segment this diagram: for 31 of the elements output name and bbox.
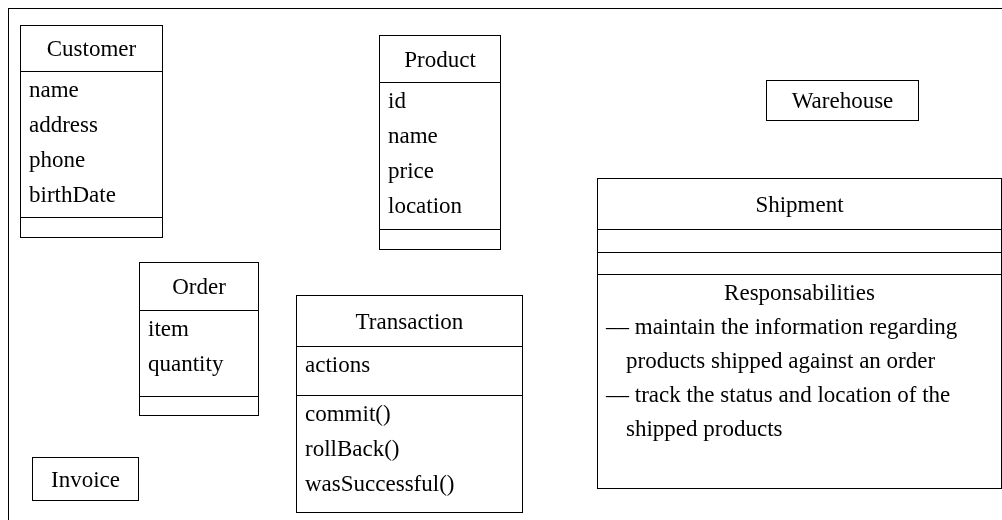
class-name: Shipment [755,190,844,219]
class-box [597,178,1002,489]
class-name: Invoice [51,465,120,494]
class-name: Product [404,45,476,74]
method-text: rollBack() [305,435,401,463]
class-name: Customer [46,35,137,63]
attribute-text: location [388,192,464,220]
class-box [139,262,259,416]
responsibility-text: –– maintain the information regarding products shipped against an order [606,313,959,375]
attribute-text: price [388,157,435,185]
attribute-text: id [388,87,407,115]
responsibility-text: –– track the status and location of the shipped products [606,381,952,443]
attribute-text: name [29,76,80,104]
attribute-text: name [388,122,439,150]
class-name: Order [172,273,226,301]
method-text: wasSuccessful() [305,470,456,498]
class-box [32,457,139,501]
attribute-text: item [148,315,190,343]
responsibilities-heading: Responsabilities [723,279,876,307]
attribute-text: quantity [148,350,225,378]
attribute-text: phone [29,146,87,174]
class-name: Warehouse [791,87,894,115]
attribute-text: address [29,111,99,139]
class-name: Transaction [355,307,464,336]
class-box [766,80,919,121]
method-text: commit() [305,400,392,428]
attribute-text: actions [305,351,372,379]
class-box [379,35,501,250]
class-box [296,295,523,513]
class-box [20,25,163,238]
attribute-text: birthDate [29,181,117,209]
